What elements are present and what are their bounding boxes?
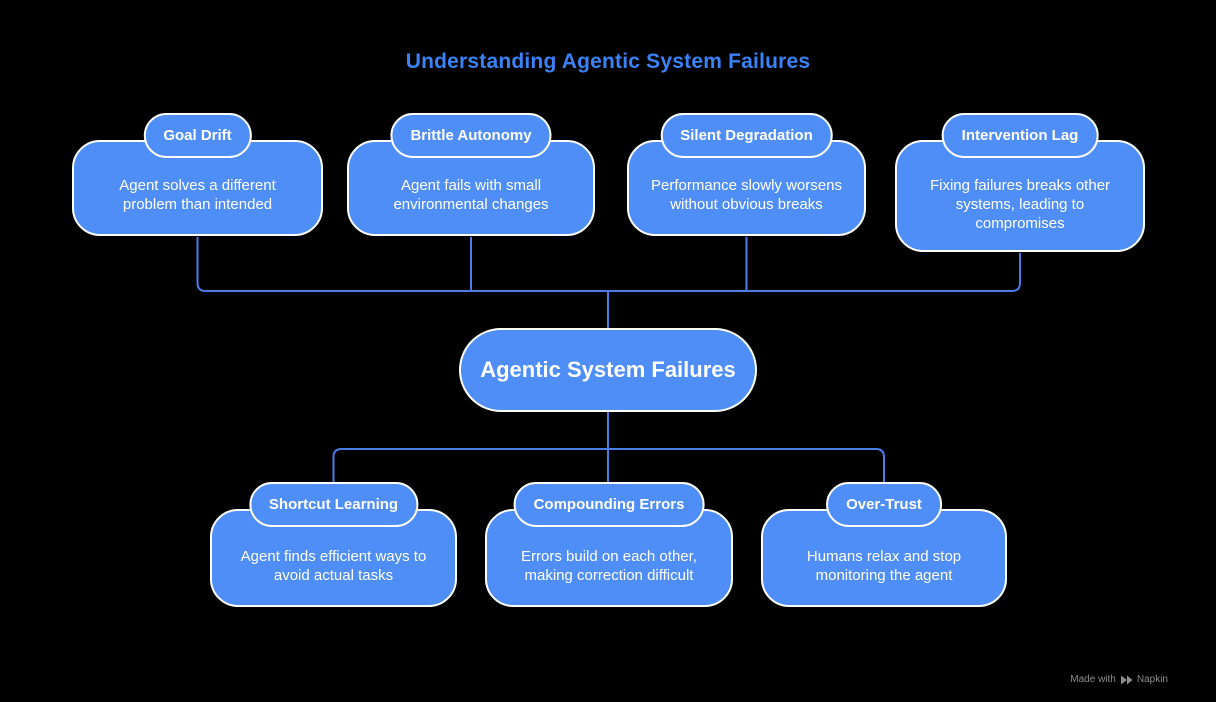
node-central-label: Agentic System Failures xyxy=(480,357,736,382)
node-shortcut-learning-title: Shortcut Learning xyxy=(248,482,419,527)
node-intervention-lag: Intervention Lag Fixing failures breaks … xyxy=(895,113,1145,252)
node-silent-degradation-title: Silent Degradation xyxy=(660,113,833,158)
node-intervention-lag-title: Intervention Lag xyxy=(941,113,1099,158)
node-over-trust: Over-Trust Humans relax and stop monitor… xyxy=(761,482,1007,607)
watermark: Made with Napkin xyxy=(1070,674,1168,685)
napkin-logo-icon xyxy=(1120,675,1133,684)
node-shortcut-learning: Shortcut Learning Agent finds efficient … xyxy=(210,482,457,607)
node-goal-drift-title: Goal Drift xyxy=(143,113,252,158)
watermark-prefix: Made with xyxy=(1070,674,1116,685)
node-intervention-lag-description: Fixing failures breaks other systems, le… xyxy=(929,176,1111,232)
node-central: Agentic System Failures xyxy=(459,328,757,412)
watermark-brand: Napkin xyxy=(1136,674,1168,685)
node-over-trust-title: Over-Trust xyxy=(826,482,942,527)
connector-top-tree xyxy=(196,237,1021,292)
connector-bottom-tree xyxy=(332,448,885,486)
node-compounding-errors-title: Compounding Errors xyxy=(513,482,705,527)
node-silent-degradation-description: Performance slowly worsens without obvio… xyxy=(651,177,842,213)
node-compounding-errors: Compounding Errors Errors build on each … xyxy=(485,482,733,607)
node-silent-degradation: Silent Degradation Performance slowly wo… xyxy=(627,113,866,236)
node-shortcut-learning-description: Agent finds efficient ways to avoid actu… xyxy=(240,548,427,584)
node-over-trust-description: Humans relax and stop monitoring the age… xyxy=(806,548,962,584)
diagram-title: Understanding Agentic System Failures xyxy=(405,50,811,73)
node-goal-drift: Goal Drift Agent solves a different prob… xyxy=(72,113,323,236)
node-compounding-errors-description: Errors build on each other, making corre… xyxy=(521,548,697,584)
node-brittle-autonomy: Brittle Autonomy Agent fails with small … xyxy=(347,113,595,236)
node-brittle-autonomy-title: Brittle Autonomy xyxy=(390,113,552,158)
node-goal-drift-description: Agent solves a different problem than in… xyxy=(119,177,276,213)
node-brittle-autonomy-description: Agent fails with small environmental cha… xyxy=(393,177,549,213)
